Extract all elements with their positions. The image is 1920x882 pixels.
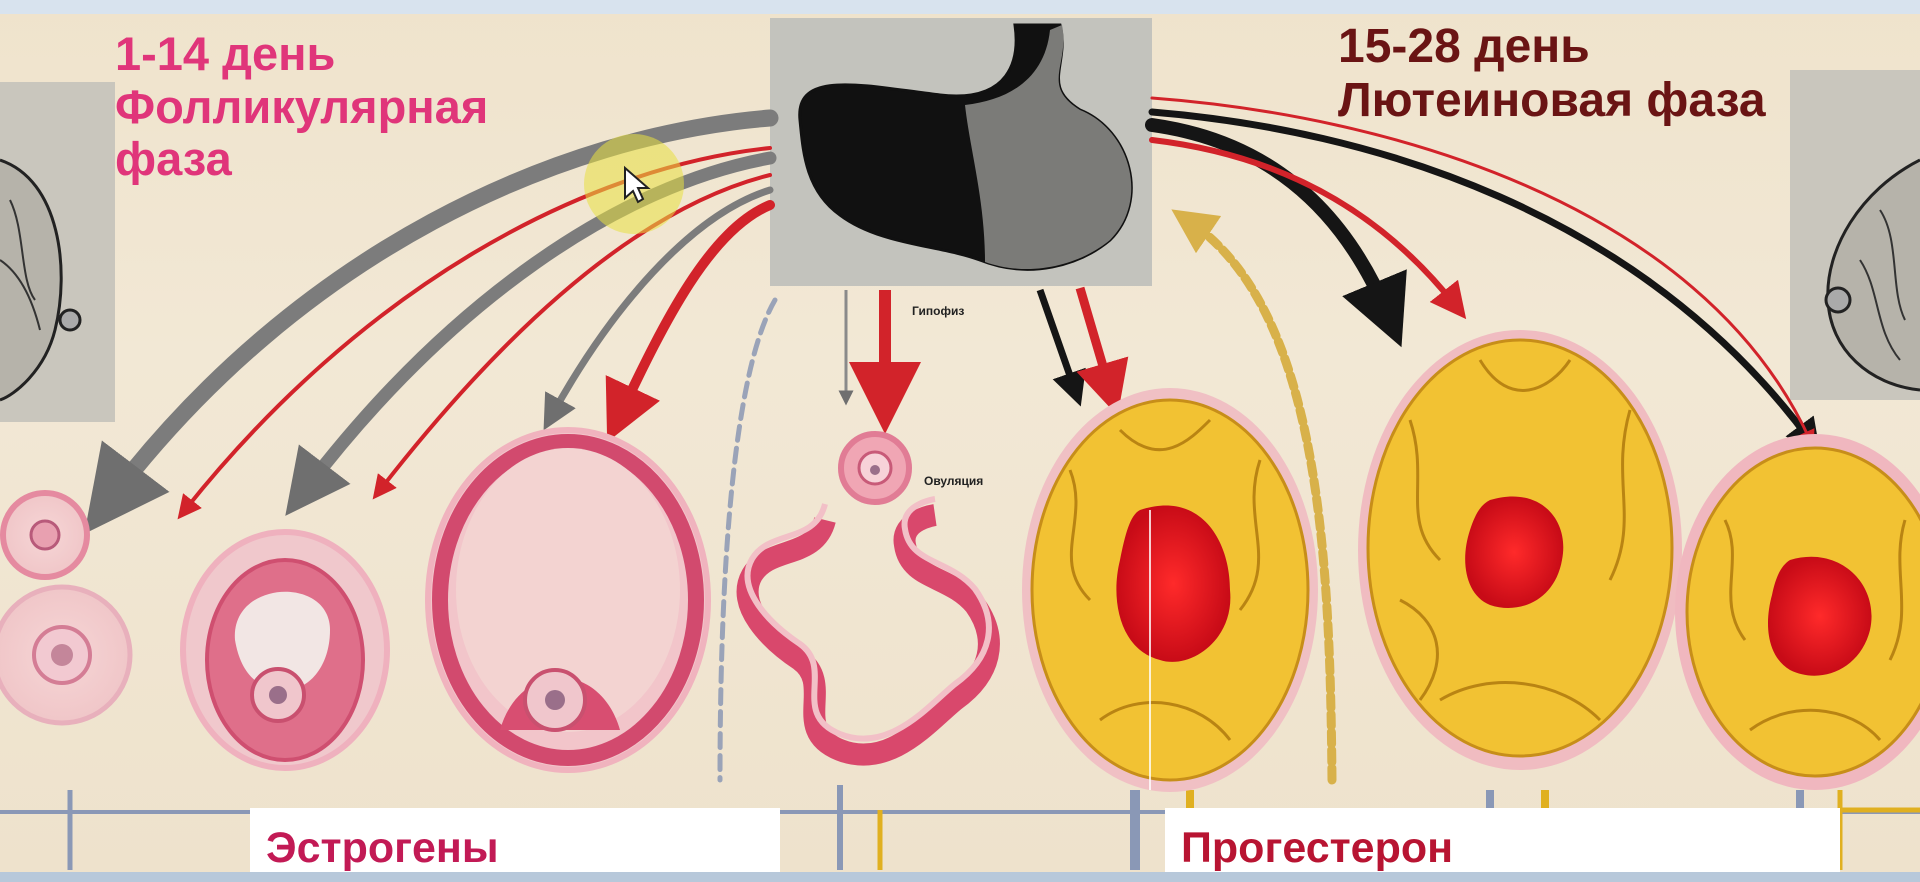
bottom-window-strip <box>0 872 1920 882</box>
luteal-phase-title: 15-28 день Лютеиновая фаза <box>1338 20 1766 128</box>
corpus-luteum-late <box>1675 434 1920 790</box>
follicular-name: Фолликулярная <box>115 81 488 134</box>
follicular-phase-word: фаза <box>115 133 488 186</box>
progesterone-label: Прогестерон <box>1181 824 1453 873</box>
secondary-follicle <box>183 532 387 768</box>
primordial-follicles <box>0 493 130 723</box>
tertiary-follicle <box>428 430 708 770</box>
ovulation-label: Овуляция <box>924 474 983 488</box>
ovary-illustration-left <box>0 82 115 422</box>
ovary-illustration-right <box>1790 70 1920 400</box>
follicular-phase-title: 1-14 день Фолликулярная фаза <box>115 28 488 186</box>
luteal-days: 15-28 день <box>1338 20 1766 74</box>
ovulation-arrows <box>846 288 1110 398</box>
luteal-name: Лютеиновая фаза <box>1338 74 1766 128</box>
pituitary-label: Гипофиз <box>912 304 964 318</box>
progesterone-label-box: Прогестерон <box>1165 808 1840 874</box>
corpus-luteum-mature <box>1358 330 1682 770</box>
estrogen-label: Эстрогены <box>266 824 499 873</box>
follicular-days: 1-14 день <box>115 28 488 81</box>
corpus-luteum-early <box>1022 388 1318 792</box>
pituitary-gland-illustration <box>770 18 1152 286</box>
cursor-icon <box>584 134 684 234</box>
estrogen-label-box: Эстрогены <box>250 808 780 874</box>
